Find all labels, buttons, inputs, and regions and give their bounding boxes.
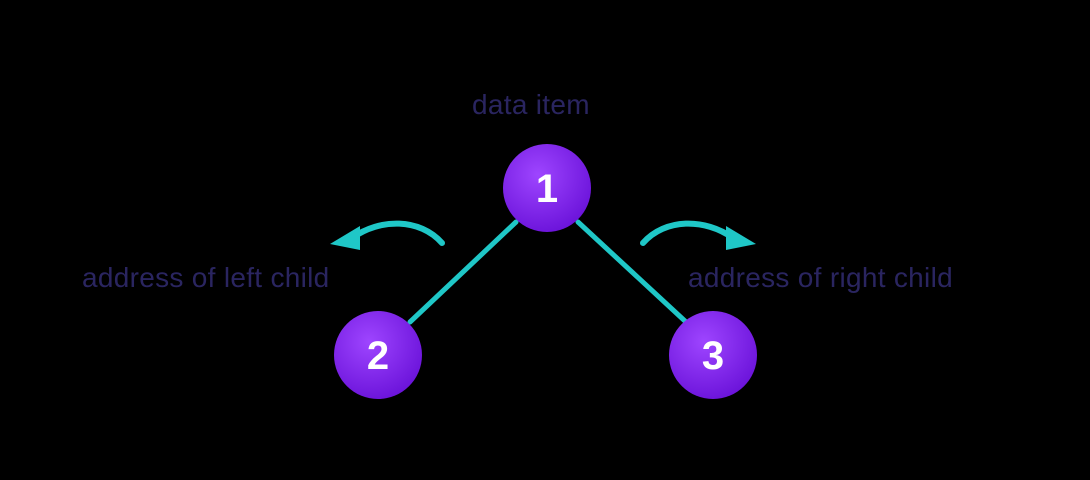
edge-1-to-2 (407, 219, 519, 325)
node-label-2: 2 (367, 334, 389, 378)
tree-node-1: 1 (503, 144, 591, 232)
tree-node-2: 2 (334, 311, 422, 399)
right-child-address-label: address of right child (688, 262, 953, 293)
edge-1-to-3 (575, 219, 689, 325)
left-child-address-label: address of left child (82, 262, 330, 293)
node-label-3: 3 (702, 334, 724, 378)
tree-node-3: 3 (669, 311, 757, 399)
data-item-label: data item (472, 89, 590, 120)
right-child-arrow-icon (640, 220, 756, 250)
left-child-arrow-icon (330, 220, 445, 250)
node-label-1: 1 (536, 167, 558, 211)
